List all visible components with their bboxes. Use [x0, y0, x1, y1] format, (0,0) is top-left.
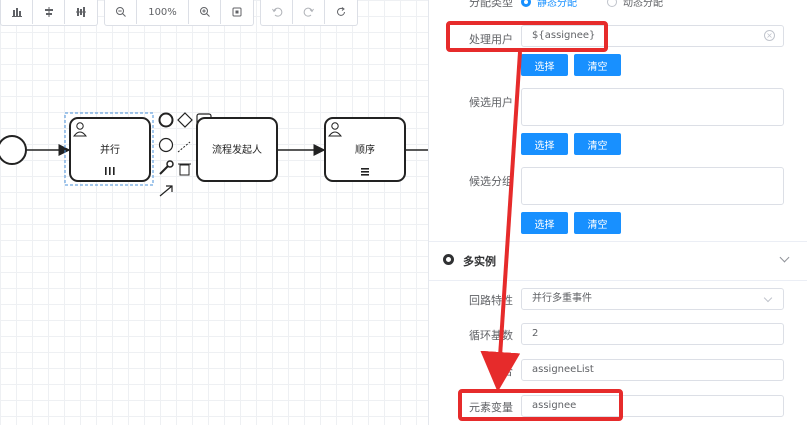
align-bottom-icon [11, 8, 22, 17]
zoom-in-button[interactable] [189, 0, 221, 24]
align-middle-button[interactable] [65, 0, 97, 24]
candidate-groups-textarea[interactable] [521, 167, 784, 205]
radio-unchecked-icon [607, 0, 617, 7]
loop-cardinality-input[interactable]: 2 [521, 323, 784, 345]
trash-icon[interactable] [178, 163, 191, 176]
radio-static[interactable]: 静态分配 [521, 0, 577, 9]
task-initiator[interactable]: 流程发起人 [196, 117, 278, 182]
append-end-event-icon[interactable] [158, 112, 174, 128]
fit-viewport-button[interactable] [221, 0, 253, 24]
clear-circle-icon[interactable]: × [764, 30, 775, 41]
connect-icon[interactable] [177, 141, 191, 153]
align-tools [0, 0, 98, 26]
candidate-users-label: 候选用户 [469, 96, 513, 109]
zoom-out-icon [115, 7, 126, 17]
canvas-toolbar: 100% [0, 0, 364, 26]
section-divider [429, 280, 807, 281]
align-center-icon [44, 7, 53, 17]
candidate-users-select-button[interactable]: 选择 [521, 133, 568, 155]
redo-icon [303, 7, 314, 17]
zoom-out-button[interactable] [105, 0, 137, 24]
multi-instance-icon [443, 254, 454, 265]
redo-button[interactable] [293, 0, 325, 24]
append-intermediate-event-icon[interactable] [158, 137, 174, 153]
loop-cardinality-value: 2 [532, 328, 539, 339]
element-variable-input[interactable]: assignee [521, 395, 784, 417]
radio-dynamic-label: 动态分配 [623, 0, 663, 9]
assignee-label: 处理用户 [469, 33, 513, 46]
collection-value: assigneeList [532, 364, 594, 375]
candidate-groups-label: 候选分组 [469, 175, 513, 188]
fit-viewport-icon [232, 7, 242, 17]
zoom-in-icon [199, 7, 210, 17]
highlight-assignee-box [446, 21, 608, 52]
reset-button[interactable] [325, 0, 357, 24]
task-label: 顺序 [355, 143, 375, 156]
collection-input[interactable]: assigneeList [521, 359, 784, 381]
candidate-users-textarea[interactable] [521, 88, 784, 126]
assignee-clear-button[interactable]: 清空 [574, 54, 621, 76]
candidate-groups-select-button[interactable]: 选择 [521, 212, 568, 234]
bpmn-canvas[interactable]: 100% [0, 0, 428, 425]
connection-arrow-icon[interactable] [159, 185, 173, 197]
multi-instance-header[interactable]: 多实例 [429, 242, 807, 280]
user-task-icon [327, 122, 343, 137]
user-task-icon [72, 122, 88, 137]
element-variable-value: assignee [532, 400, 577, 411]
section-divider [429, 241, 807, 242]
history-tools [260, 0, 358, 26]
task-label: 流程发起人 [212, 143, 262, 156]
task-sequential[interactable]: 顺序 [324, 117, 406, 182]
align-center-button[interactable] [33, 0, 65, 24]
radio-static-label: 静态分配 [537, 0, 577, 9]
assignee-value: ${assignee} [532, 30, 596, 41]
wrench-icon[interactable] [159, 160, 174, 175]
properties-panel: 分配类型 静态分配 动态分配 处理用户 ${assignee} × 选择 清空 … [428, 0, 807, 425]
assignee-select-button[interactable]: 选择 [521, 54, 568, 76]
parallel-marker-icon [105, 167, 115, 175]
bpmn-diagram: 并行 [0, 112, 428, 197]
sequential-marker-icon [361, 168, 369, 176]
loop-type-value: 并行多重事件 [532, 293, 592, 304]
radio-dynamic[interactable]: 动态分配 [607, 0, 663, 9]
candidate-groups-clear-button[interactable]: 清空 [574, 212, 621, 234]
multi-instance-title: 多实例 [463, 255, 496, 268]
assign-type-label: 分配类型 [469, 0, 513, 9]
radio-checked-icon [521, 0, 531, 7]
align-bottom-button[interactable] [1, 0, 33, 24]
task-parallel[interactable]: 并行 [69, 117, 151, 182]
zoom-level[interactable]: 100% [137, 0, 189, 24]
task-label: 并行 [100, 143, 120, 156]
align-middle-icon [76, 7, 86, 17]
loop-type-select[interactable]: 并行多重事件 [521, 288, 784, 310]
refresh-icon [337, 7, 345, 16]
append-gateway-icon[interactable] [177, 112, 193, 128]
assignee-input[interactable]: ${assignee} × [521, 25, 784, 47]
undo-button[interactable] [261, 0, 293, 24]
undo-icon [271, 7, 282, 17]
highlight-element-variable-box [458, 389, 623, 421]
zoom-tools: 100% [104, 0, 254, 26]
element-variable-label: 元素变量 [469, 401, 513, 414]
candidate-users-clear-button[interactable]: 清空 [574, 133, 621, 155]
